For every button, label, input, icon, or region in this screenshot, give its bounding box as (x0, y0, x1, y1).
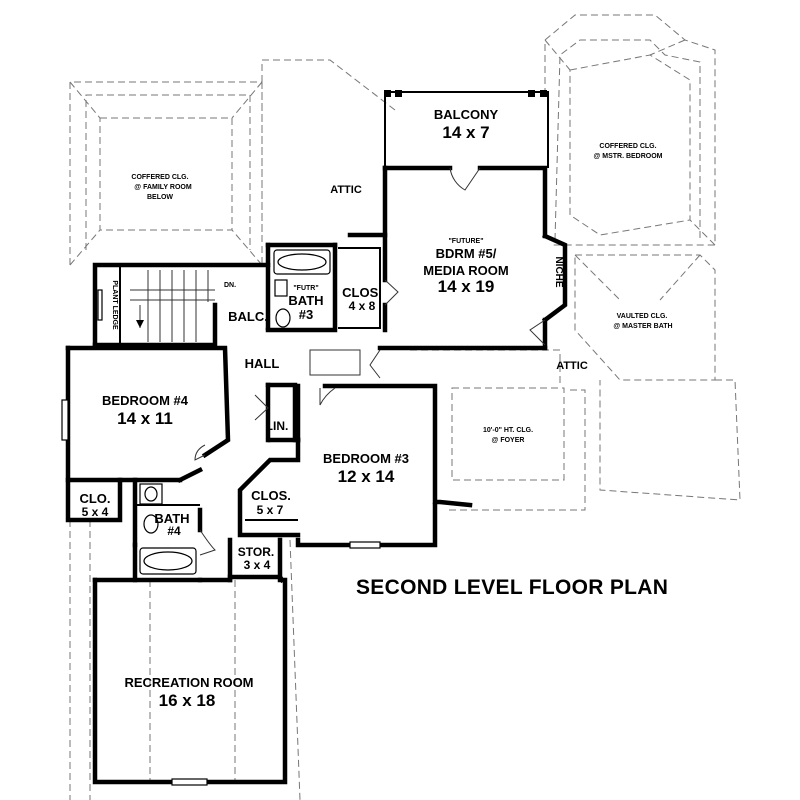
coffered-family-line3: BELOW (147, 194, 173, 201)
attic-top-label: ATTIC (330, 184, 362, 196)
coffered-family-line2: @ FAMILY ROOM (134, 184, 192, 191)
niche-label: NICHE (553, 256, 564, 287)
coffered-master-line1: COFFERED CLG. (599, 143, 656, 150)
stor-name: STOR. (238, 545, 274, 559)
balcony-name: BALCONY (434, 107, 499, 122)
coffered-master-line2: @ MSTR. BEDROOM (593, 153, 662, 160)
recreation-size: 16 x 18 (159, 691, 216, 710)
plant-ledge-label: PLANT LEDGE (111, 280, 118, 330)
clo-bed4-name: CLO. (79, 491, 110, 506)
bdrm5-name2: MEDIA ROOM (423, 263, 508, 278)
bath4-num: #4 (167, 524, 181, 538)
vaulted-line1: VAULTED CLG. (617, 313, 668, 320)
bath3-future: "FUTR" (293, 285, 318, 292)
bath3-name: BATH (288, 293, 323, 308)
clos-bed3-size: 5 x 7 (257, 503, 284, 517)
lin-label: LIN. (266, 419, 289, 433)
attic-right-label: ATTIC (556, 360, 588, 372)
plan-notes: ATTIC ATTIC NICHE DN. PLANT LEDGE COFFER… (111, 143, 673, 444)
clos-bath3-name: CLOS. (342, 285, 382, 300)
bath3-num: #3 (299, 307, 313, 322)
clos-bed3-name: CLOS. (251, 488, 291, 503)
bedroom4-size: 14 x 11 (117, 409, 173, 428)
bdrm5-future: "FUTURE" (448, 238, 483, 245)
walls (65, 90, 568, 785)
recreation-name: RECREATION ROOM (124, 675, 253, 690)
bath4-name: BATH (154, 511, 189, 526)
bedroom3-name: BEDROOM #3 (323, 451, 409, 466)
bdrm5-name: BDRM #5/ (436, 246, 497, 261)
coffered-family-line1: COFFERED CLG. (131, 174, 188, 181)
foyer-line2: @ FOYER (492, 437, 525, 444)
dn-label: DN. (224, 282, 236, 289)
balc-label: BALC. (228, 309, 268, 324)
balcony-size: 14 x 7 (442, 123, 489, 142)
room-labels: BALCONY 14 x 7 "FUTURE" BDRM #5/ MEDIA R… (79, 107, 508, 710)
stor-size: 3 x 4 (244, 558, 271, 572)
bedroom4-name: BEDROOM #4 (102, 393, 189, 408)
foyer-line1: 10'-0" HT. CLG. (483, 427, 533, 434)
clos-bath3-size: 4 x 8 (349, 299, 376, 313)
bdrm5-size: 14 x 19 (438, 277, 495, 296)
bedroom3-size: 12 x 14 (338, 467, 395, 486)
plan-title: SECOND LEVEL FLOOR PLAN (356, 576, 668, 599)
fixtures (61, 167, 546, 786)
hall-label: HALL (245, 356, 280, 371)
vaulted-line2: @ MASTER BATH (613, 323, 672, 330)
clo-bed4-size: 5 x 4 (82, 505, 109, 519)
stairs (130, 270, 215, 342)
